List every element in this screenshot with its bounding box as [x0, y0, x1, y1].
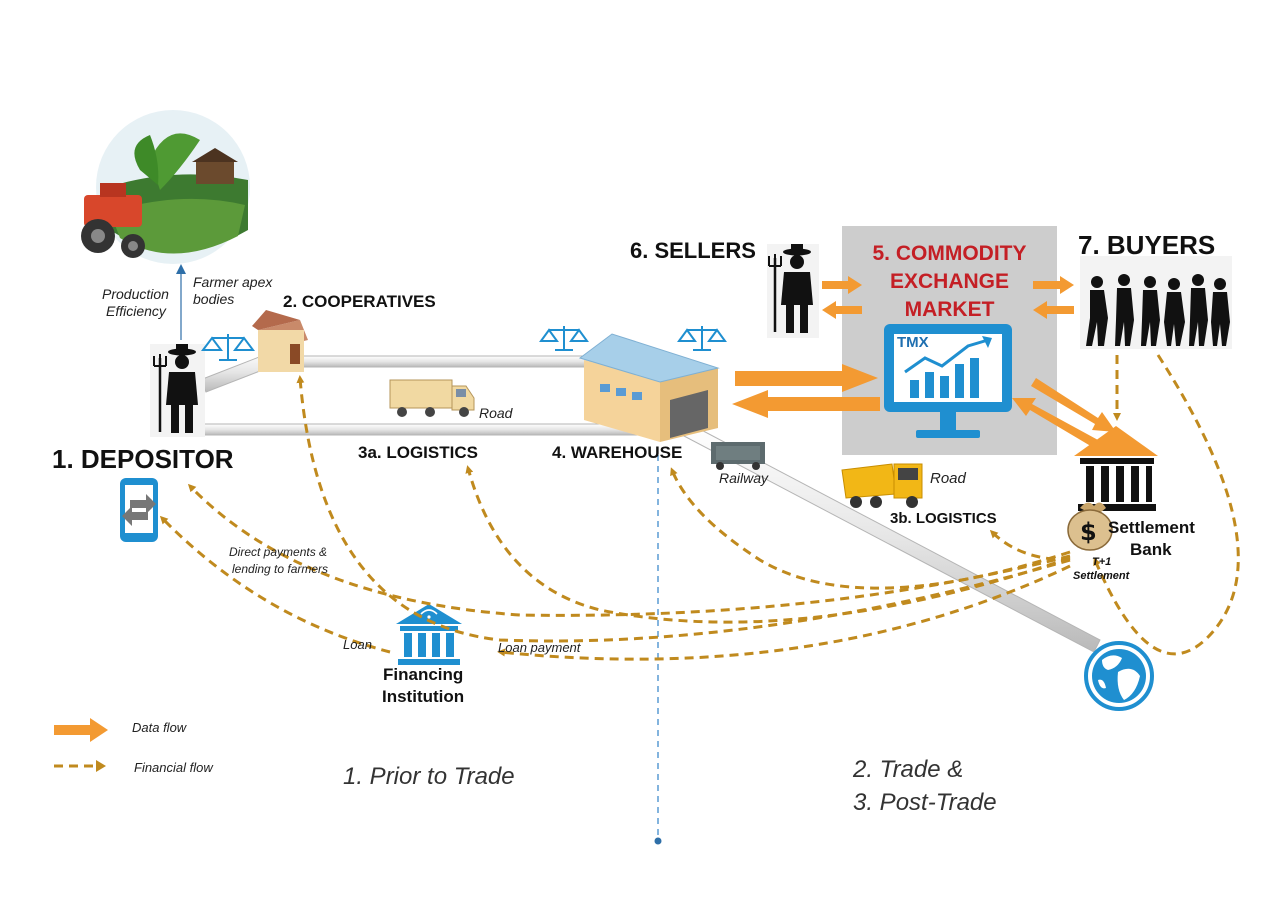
railway-label: Railway [719, 470, 769, 486]
svg-text:$: $ [1080, 518, 1097, 546]
production-arrow-head [176, 264, 186, 274]
data-arrow-exchange-to-bank [1031, 378, 1116, 432]
apex-label-line2: bodies [193, 291, 235, 307]
t1-label-line1: T+1 [1092, 556, 1112, 568]
fin-bank-to-warehouse [670, 467, 1071, 590]
legend [54, 718, 108, 772]
data-arrow-exchange-to-sellers [822, 301, 862, 319]
tmx-badge: TMX [897, 334, 929, 351]
fin-bank-to-logistics-a [465, 465, 1071, 624]
legend-data-flow-label: Data flow [132, 720, 187, 735]
warehouse-label: 4. WAREHOUSE [552, 443, 683, 462]
sellers-farmer-icon [767, 244, 819, 338]
phase-trade-label-line2: 3. Post-Trade [853, 789, 997, 816]
data-arrow-exchange-to-buyers [1033, 276, 1074, 294]
depositor-farmer-icon [150, 344, 205, 437]
phase-prior-label: 1. Prior to Trade [343, 763, 515, 790]
phase-trade-label-line1: 2. Trade & [853, 756, 964, 783]
warehouse-building-icon [578, 333, 720, 442]
production-label-line2: Efficiency [106, 303, 166, 319]
exchange-title-line3: MARKET [904, 298, 995, 321]
road-a-label: Road [479, 405, 513, 421]
data-arrow-warehouse-to-exchange [735, 364, 878, 392]
cooperatives-label: 2. COOPERATIVES [283, 292, 436, 311]
loan-label: Loan [343, 637, 372, 652]
apex-label-line1: Farmer apex [193, 274, 273, 290]
t1-label-line2: Settlement [1073, 570, 1130, 582]
fin-buyers-to-globe [1093, 354, 1240, 656]
fin-bank-to-cooperatives [296, 375, 1071, 643]
phase-divider-dot [654, 837, 662, 845]
data-arrow-buyers-to-exchange [1033, 301, 1074, 319]
data-flow-arrows [732, 276, 1116, 448]
legend-financial-flow-label: Financial flow [134, 760, 213, 775]
sellers-label: 6. SELLERS [630, 238, 756, 263]
loan-payment-label: Loan payment [498, 640, 581, 655]
financing-label-line2: Institution [382, 687, 465, 706]
exchange-title-line1: 5. COMMODITY [872, 242, 1027, 265]
financing-label-line1: Financing [383, 665, 464, 684]
logistics-b-label: 3b. LOGISTICS [890, 510, 997, 527]
money-bag-icon: $ [1067, 502, 1113, 551]
data-arrow-exchange-to-warehouse [732, 390, 880, 418]
fin-financing-to-depositor [159, 515, 391, 654]
depositor-label: 1. DEPOSITOR [52, 444, 234, 474]
scale-icon-warehouse [677, 326, 727, 351]
mobile-payment-icon [120, 478, 158, 542]
fin-bank-to-financing [497, 564, 1071, 661]
settlement-bank-label-line1: Settlement [1108, 518, 1195, 537]
direct-payments-label-line2: lending to farmers [232, 562, 329, 576]
buyers-label: 7. BUYERS [1078, 230, 1216, 260]
railcar-icon [711, 442, 765, 470]
financing-bank-icon [396, 604, 462, 665]
data-arrow-bank-to-exchange [1012, 398, 1098, 448]
production-label-line1: Production [102, 286, 169, 302]
financial-flow-arrows [159, 354, 1240, 661]
legend-data-flow-arrow [54, 718, 108, 742]
tmx-monitor-icon [884, 324, 1012, 438]
farm-illustration [81, 110, 250, 264]
truck-icon-road-a [389, 379, 475, 417]
direct-payments-label-line1: Direct payments & [229, 545, 328, 559]
fin-bank-to-logistics-b [989, 529, 1071, 562]
scale-icon-road [539, 326, 589, 351]
exchange-title-line2: EXCHANGE [889, 270, 1010, 293]
logistics-a-label: 3a. LOGISTICS [358, 443, 478, 462]
scale-icon-cooperatives [201, 334, 255, 361]
truck-icon-road-b [841, 463, 923, 508]
buyers-silhouettes-icon [1080, 256, 1232, 349]
settlement-bank-icon [1074, 426, 1158, 511]
cooperative-house-icon [252, 310, 308, 372]
fin-bank-to-depositor [187, 483, 1071, 617]
globe-icon [1084, 641, 1154, 711]
road-b-label: Road [930, 470, 966, 487]
road-pipe-cooperatives-warehouse [299, 355, 591, 368]
settlement-bank-label-line2: Bank [1130, 540, 1172, 559]
data-arrow-sellers-to-exchange [822, 276, 862, 294]
